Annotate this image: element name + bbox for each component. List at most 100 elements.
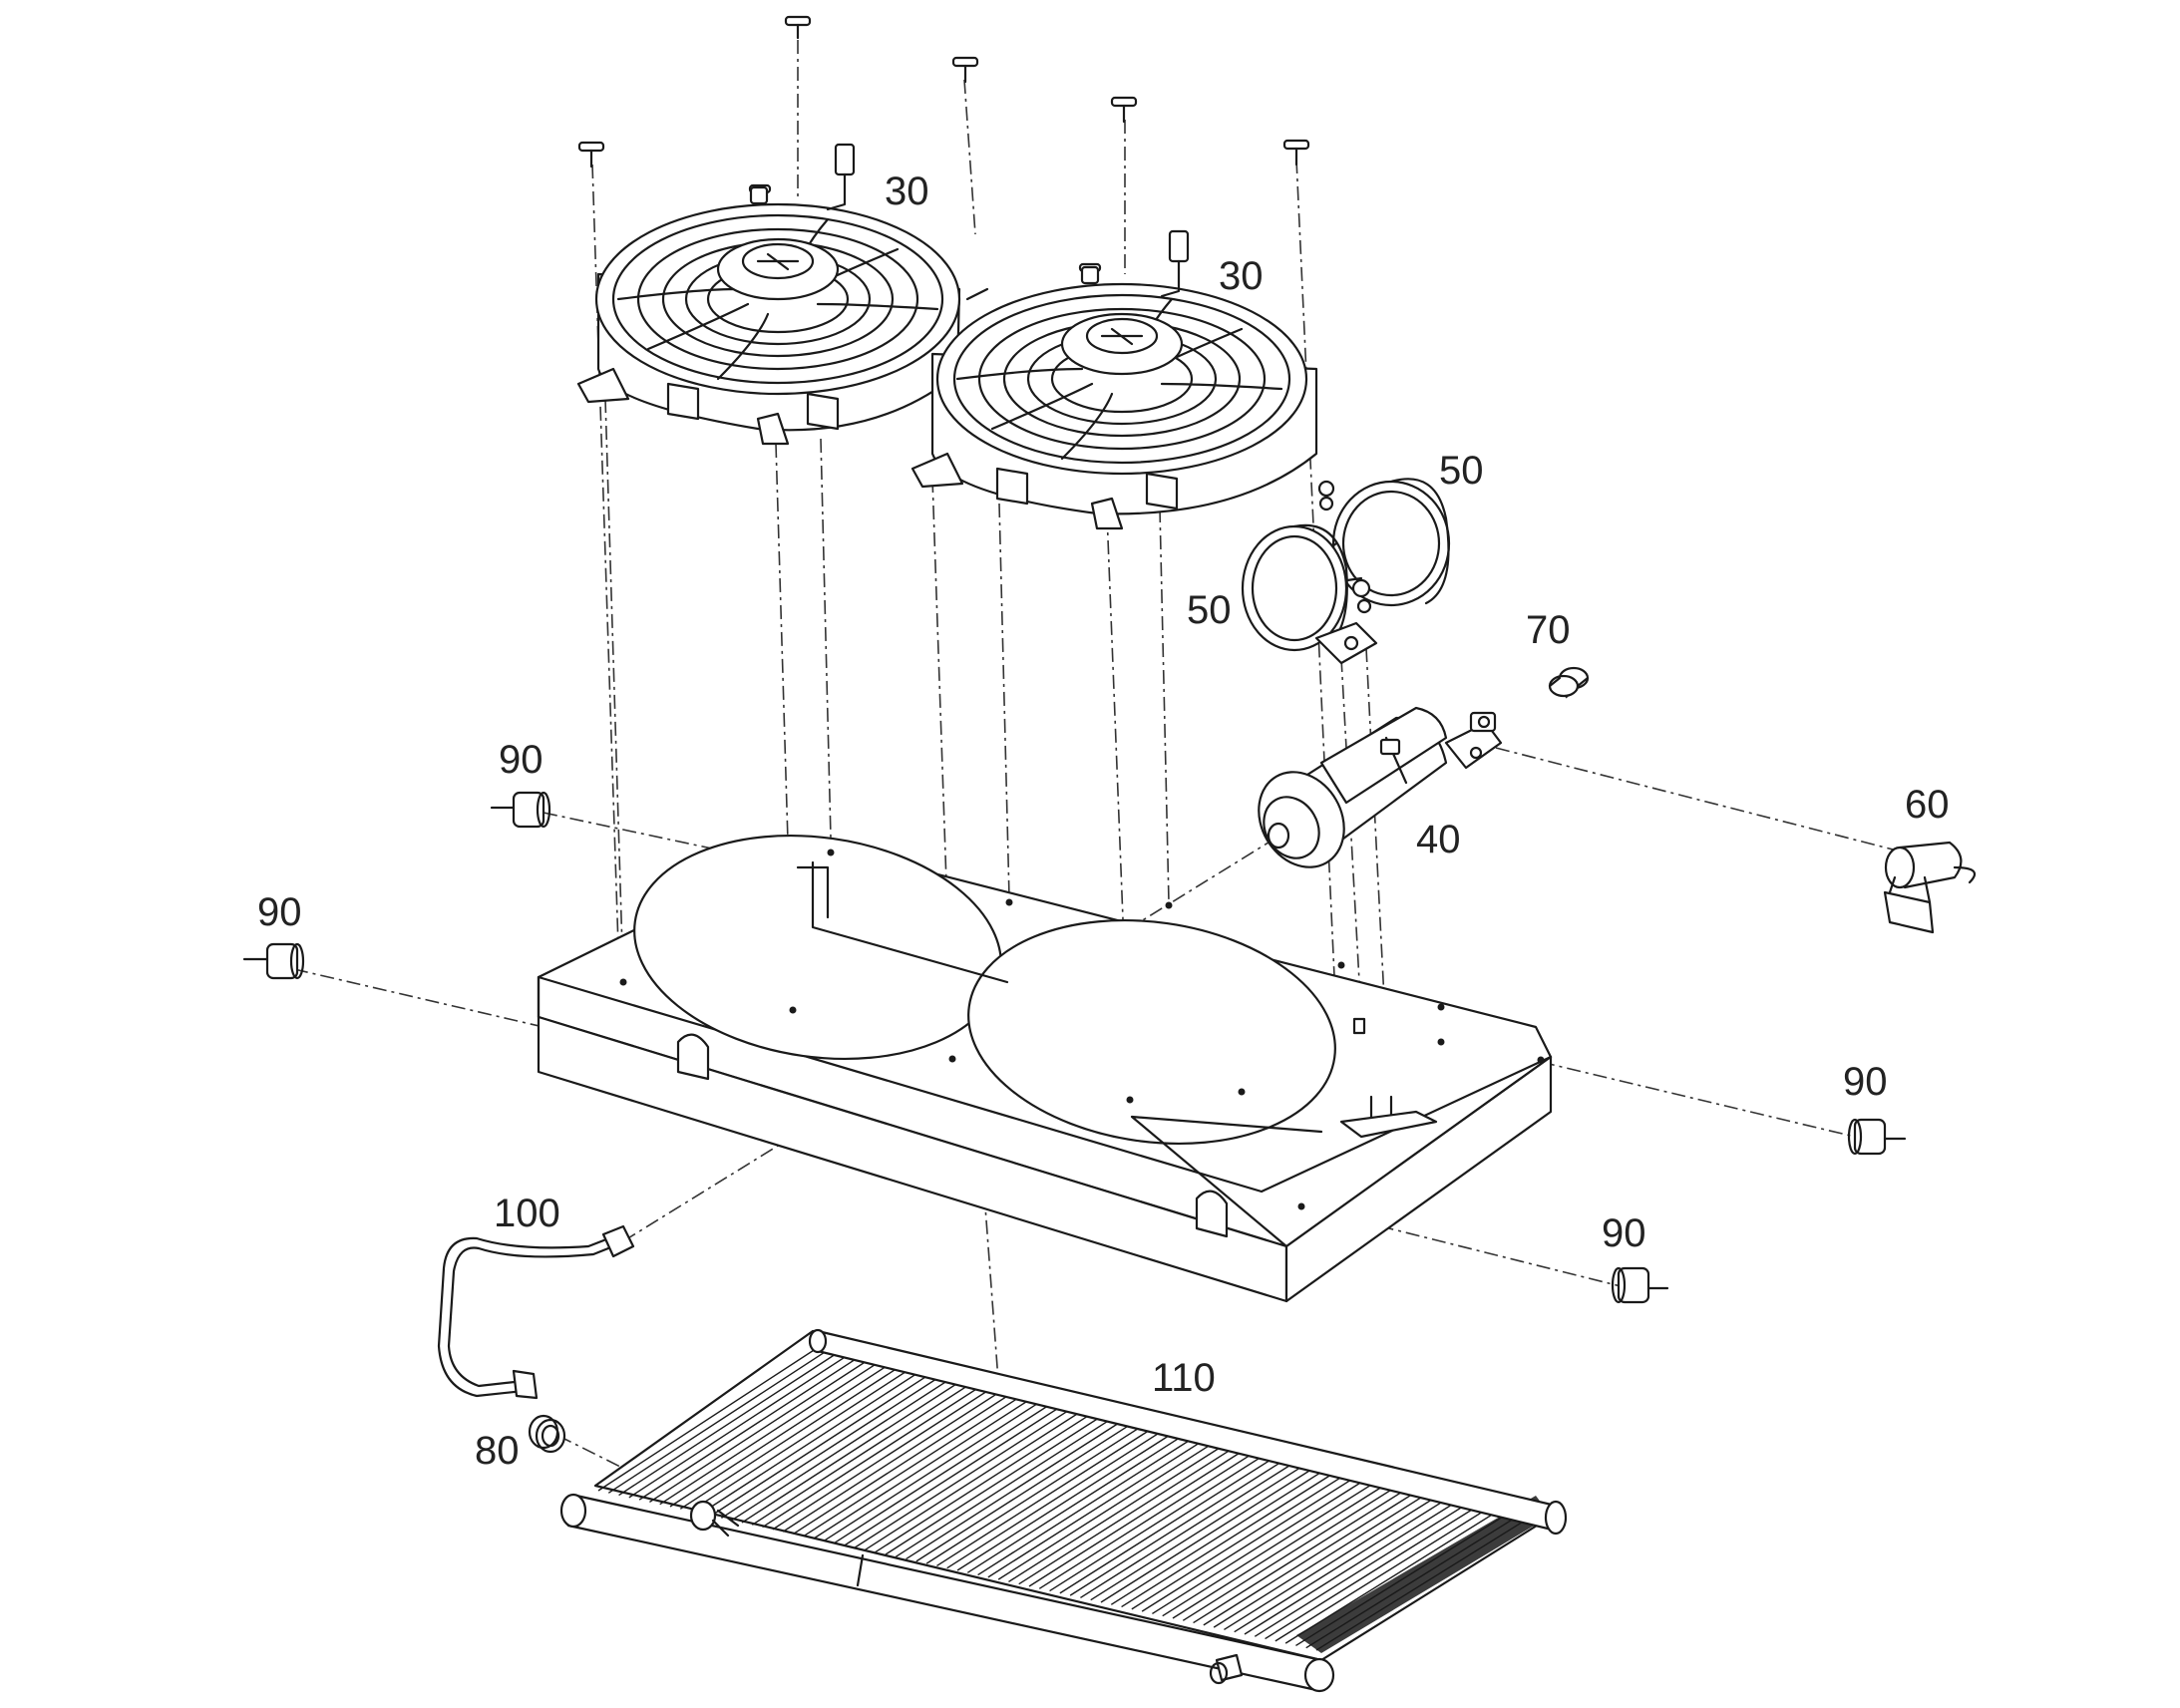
condenser-fins xyxy=(597,1340,1542,1651)
condenser-fin xyxy=(865,1403,1093,1551)
callout-receiver-drier: 40 xyxy=(1416,818,1461,861)
callout-condenser: 110 xyxy=(1152,1356,1216,1400)
condenser-fin xyxy=(956,1425,1185,1571)
condenser-fin xyxy=(834,1396,1063,1544)
condenser-fin xyxy=(1193,1481,1419,1624)
condenser-fan-right xyxy=(910,229,1318,530)
condenser-fin xyxy=(710,1367,940,1517)
condenser-fin xyxy=(762,1379,991,1529)
condenser-fin xyxy=(731,1371,961,1522)
condenser-fin xyxy=(1182,1478,1409,1621)
callout-mount-right: 90 xyxy=(1843,1060,1888,1104)
fan-shroud-frame xyxy=(537,834,1553,1303)
condenser-fin xyxy=(679,1359,910,1510)
rubber-mount-right xyxy=(1847,1118,1907,1156)
condenser-fin xyxy=(690,1362,920,1513)
rubber-mount-upper-left xyxy=(490,791,551,829)
condenser-fin xyxy=(1172,1476,1399,1619)
callout-labels: 30 30 50 50 70 40 60 90 90 90 90 100 110… xyxy=(257,170,1950,1473)
callout-mount-left: 90 xyxy=(257,890,302,934)
condenser-fin xyxy=(1018,1439,1247,1585)
condenser-fin xyxy=(741,1374,971,1524)
condenser-fin xyxy=(659,1354,890,1506)
condenser-fin xyxy=(906,1413,1134,1560)
condenser-fin xyxy=(803,1388,1032,1537)
screw-icon xyxy=(951,56,979,84)
condenser-fin xyxy=(628,1347,860,1499)
condenser-fin xyxy=(721,1369,950,1520)
callout-fan-left: 30 xyxy=(885,170,929,213)
condenser-fin xyxy=(1254,1495,1481,1637)
condenser-fin xyxy=(823,1393,1053,1541)
rubber-mount-left xyxy=(242,942,305,980)
condenser-fin xyxy=(1090,1456,1317,1601)
condenser-fin xyxy=(751,1376,981,1526)
condenser-fin xyxy=(638,1350,870,1501)
condenser-fin xyxy=(772,1381,1002,1531)
screw-icon xyxy=(1110,96,1138,124)
condenser-core xyxy=(559,1328,1568,1693)
condenser-fin xyxy=(987,1432,1216,1578)
condenser-fin xyxy=(946,1422,1175,1569)
condenser-fin xyxy=(1224,1488,1450,1631)
condenser-fin xyxy=(618,1345,849,1497)
condenser-fin xyxy=(1121,1464,1348,1608)
condenser-fin xyxy=(813,1391,1042,1539)
condenser-fin xyxy=(1038,1444,1267,1589)
condenser-fin xyxy=(597,1340,829,1492)
condenser-fin xyxy=(1244,1493,1470,1635)
refrigerant-hose xyxy=(437,1224,635,1400)
condenser-fin xyxy=(1213,1486,1440,1628)
o-ring xyxy=(528,1414,566,1454)
condenser-fin xyxy=(1265,1498,1491,1640)
condenser-fin xyxy=(1274,1500,1501,1642)
condenser-fin xyxy=(669,1357,900,1508)
condenser-fin xyxy=(854,1401,1083,1548)
condenser-fin xyxy=(793,1386,1022,1536)
pressure-switch xyxy=(1883,841,1977,934)
condenser-fin xyxy=(1234,1490,1460,1633)
condenser-fin xyxy=(782,1384,1012,1533)
rubber-mount-lower-right xyxy=(1611,1266,1669,1304)
screw-icon xyxy=(577,141,605,169)
callout-o-ring: 80 xyxy=(475,1429,520,1473)
callout-clamp-lower: 50 xyxy=(1187,588,1232,632)
condenser-fin xyxy=(875,1405,1104,1553)
condenser-fin xyxy=(607,1342,839,1494)
condenser-fin xyxy=(925,1418,1155,1564)
condenser-fin xyxy=(1049,1447,1276,1592)
callout-mount-lower-right: 90 xyxy=(1602,1211,1646,1255)
condenser-fin xyxy=(1008,1437,1236,1583)
condenser-fin xyxy=(1100,1459,1327,1603)
condenser-fin xyxy=(1131,1466,1358,1610)
condenser-fin xyxy=(1110,1461,1338,1605)
condenser-fin xyxy=(895,1410,1124,1557)
condenser-fin xyxy=(1080,1454,1307,1599)
condenser-fin xyxy=(1028,1442,1257,1587)
screw-icon xyxy=(784,15,812,40)
condenser-fin xyxy=(1203,1483,1430,1626)
condenser-fan-left xyxy=(576,143,989,446)
condenser-fin xyxy=(844,1398,1073,1546)
receiver-clamp-lower xyxy=(1241,523,1378,665)
callout-pressure-switch: 60 xyxy=(1905,783,1950,827)
callout-fan-right: 30 xyxy=(1219,254,1264,298)
callout-clamp-upper: 50 xyxy=(1439,449,1484,493)
condenser-fin xyxy=(1162,1473,1389,1617)
condenser-fin xyxy=(649,1352,880,1504)
callout-mount-upper-left: 90 xyxy=(499,738,544,782)
condenser-fin xyxy=(977,1430,1206,1576)
condenser-fin xyxy=(1141,1469,1368,1612)
condenser-fin xyxy=(1059,1449,1287,1594)
condenser-fin xyxy=(885,1408,1114,1555)
condenser-fin xyxy=(915,1415,1145,1562)
callout-hose: 100 xyxy=(494,1192,560,1235)
condenser-fin xyxy=(997,1435,1226,1580)
condenser-fin xyxy=(700,1364,930,1515)
screw-icon xyxy=(1282,139,1310,167)
condenser-fin xyxy=(966,1427,1196,1573)
condenser-fin xyxy=(936,1420,1165,1567)
condenser-fin xyxy=(1152,1471,1378,1615)
receiver-drier xyxy=(1258,706,1503,868)
